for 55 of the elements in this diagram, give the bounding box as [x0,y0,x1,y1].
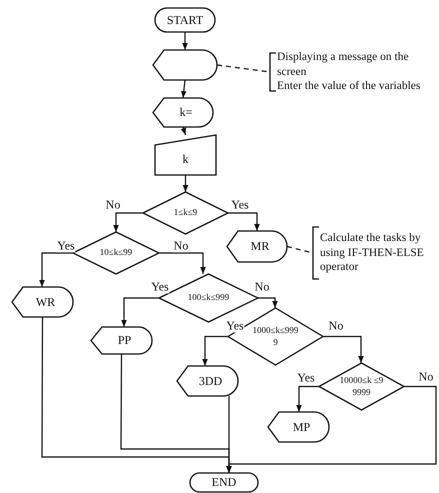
arrow [182,32,188,50]
display-shape [268,412,329,442]
node-text: MR [250,239,270,254]
edge-label: Yes [150,280,170,294]
display-shape [12,287,73,317]
edge-label: Yes [225,319,245,333]
node-text: START [166,12,204,28]
edge-label: No [328,319,344,333]
decision-diamond [143,192,228,234]
edge-label: No [418,370,434,384]
node-text: k= [180,105,192,120]
display-shape [153,98,213,127]
edge-label: No [172,239,190,253]
arrow [323,336,364,363]
arrow [181,80,187,98]
node-text: 3DD [198,374,222,388]
node-text: 1000≤k≤9999 [252,325,298,348]
node-text: k [182,152,188,166]
edge-label: No [254,280,270,294]
edge-label: Yes [230,198,250,212]
manual-input-shape [155,135,216,175]
arrow [159,252,206,274]
arrow [258,297,278,308]
node-text: 10≤k≤99 [100,247,132,259]
decision-diamond [73,232,159,274]
node-text: MP [292,420,310,434]
arrow [39,252,73,287]
node-text: PP [118,333,132,348]
node-text: 1≤k≤9 [174,207,198,219]
arrow [228,212,260,231]
edge-label: Yes [296,371,316,385]
annotation-text: Calculate the tasks by using IF-THEN-ELSE operator [320,230,425,276]
node-text: END [212,475,236,490]
decision-diamond [319,363,404,410]
annotation-text: Enter the value of the variables [277,79,420,94]
arrow [296,386,319,412]
edge-label: No [104,198,122,212]
display-shape [91,327,152,354]
edge-label: Yes [56,239,76,253]
display-shape [153,50,217,80]
terminal-shape [190,473,258,492]
decision-diamond [228,308,323,365]
arrow [182,175,188,192]
annotation-text: Displaying a message on the screen [277,50,410,80]
node-text: WR [36,294,56,310]
arrow [226,396,232,473]
node-text: 10000≤k ≤99999 [338,375,384,398]
arrow [113,212,143,232]
display-shape [227,231,287,262]
terminal-shape [155,8,215,32]
arrow [121,297,159,327]
arrow [180,126,186,136]
display-shape [177,366,238,396]
node-text: 100≤k≤999 [188,292,230,304]
arrow [202,336,228,366]
